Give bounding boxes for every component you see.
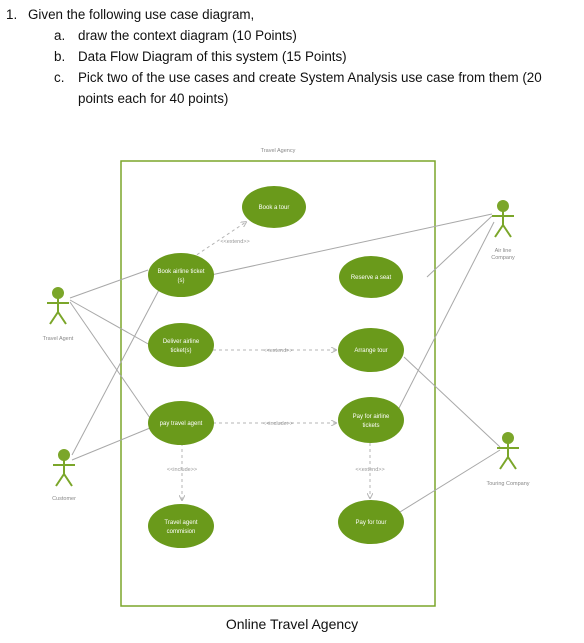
system-label: Travel Agency: [261, 148, 296, 154]
actor-travel-agent-label: Travel Agent: [43, 336, 74, 342]
extend-book-tour: [191, 222, 246, 259]
actor-customer-label: Customer: [52, 496, 76, 502]
item-c-text: Pick two of the use cases and create Sys…: [78, 70, 542, 85]
label-extend-book-tour: <<extend>>: [220, 239, 249, 245]
usecase-pay-airline-label-1: Pay for airline: [353, 414, 390, 420]
usecase-book-airline-label-2: (s): [178, 278, 185, 284]
actor-touring-company-label: Touring Company: [486, 481, 529, 487]
actor-airline-company: [492, 200, 514, 238]
item-a-letter: a.: [54, 28, 66, 43]
usecase-arrange-tour-label: Arrange tour: [354, 348, 387, 354]
system-boundary: [120, 160, 436, 607]
usecase-deliver-airline-label-2: ticket(s): [171, 348, 192, 354]
label-include-pay-airline: <<include>>: [263, 421, 293, 427]
item-b-letter: b.: [54, 49, 66, 64]
usecase-agent-commission-label-1: Travel agent: [164, 520, 197, 526]
actor-customer: [53, 449, 75, 487]
usecase-pay-tour-label: Pay for tour: [355, 520, 386, 526]
question-stem: Given the following use case diagram,: [28, 7, 255, 22]
usecase-book-tour: [242, 186, 306, 228]
usecase-book-airline: [148, 253, 214, 297]
diagram-caption: Online Travel Agency: [225, 616, 359, 632]
assoc-touring-arrange-tour: [403, 356, 501, 448]
usecase-reserve-seat-label: Reserve a seat: [351, 275, 392, 281]
item-c-text-continued: points each for 40 points): [78, 91, 229, 106]
actor-travel-agent: [47, 287, 69, 325]
usecase-arrange-tour: [338, 328, 404, 372]
actor-touring-company: [497, 432, 519, 470]
usecase-deliver-airline: [148, 323, 214, 367]
assoc-agent-pay-agent: [69, 301, 151, 419]
assoc-customer-book-airline: [71, 287, 161, 456]
assoc-airline-pay-airline: [396, 221, 495, 413]
usecase-book-tour-label: Book a tour: [259, 205, 290, 211]
label-extend-arrange-tour: <<extend>>: [263, 348, 292, 354]
actor-airline-label-2: Company: [491, 255, 515, 261]
item-c-letter: c.: [54, 70, 65, 85]
usecase-deliver-airline-label-1: Deliver airline: [163, 339, 200, 345]
usecase-reserve-seat: [339, 256, 403, 298]
usecase-agent-commission-label-2: commision: [167, 529, 196, 535]
assoc-agent-deliver: [69, 299, 151, 346]
usecase-pay-tour: [338, 500, 404, 544]
assoc-agent-book-airline: [69, 269, 149, 299]
usecase-pay-agent-label: pay travel agent: [160, 421, 203, 427]
question-text: 1. Given the following use case diagram,…: [6, 4, 580, 109]
usecase-pay-airline: [338, 397, 404, 443]
label-include-commission: <<include>>: [167, 467, 197, 473]
item-b-text: Data Flow Diagram of this system (15 Poi…: [78, 49, 347, 64]
assoc-touring-pay-tour: [399, 449, 501, 513]
usecase-pay-airline-label-2: tickets: [362, 423, 379, 429]
item-a-text: draw the context diagram (10 Points): [78, 28, 297, 43]
usecase-pay-agent: [148, 401, 214, 445]
usecase-book-airline-label-1: Book airline ticket: [157, 269, 204, 275]
question-number: 1.: [6, 7, 18, 22]
assoc-customer-pay-agent: [71, 427, 151, 461]
assoc-airline-book-airline: [210, 213, 493, 276]
label-extend-pay-tour: <<extend>>: [355, 467, 384, 473]
usecase-agent-commission: [148, 504, 214, 548]
actor-airline-label-1: Air line: [495, 248, 512, 254]
assoc-airline-reserve-seat: [426, 215, 493, 278]
